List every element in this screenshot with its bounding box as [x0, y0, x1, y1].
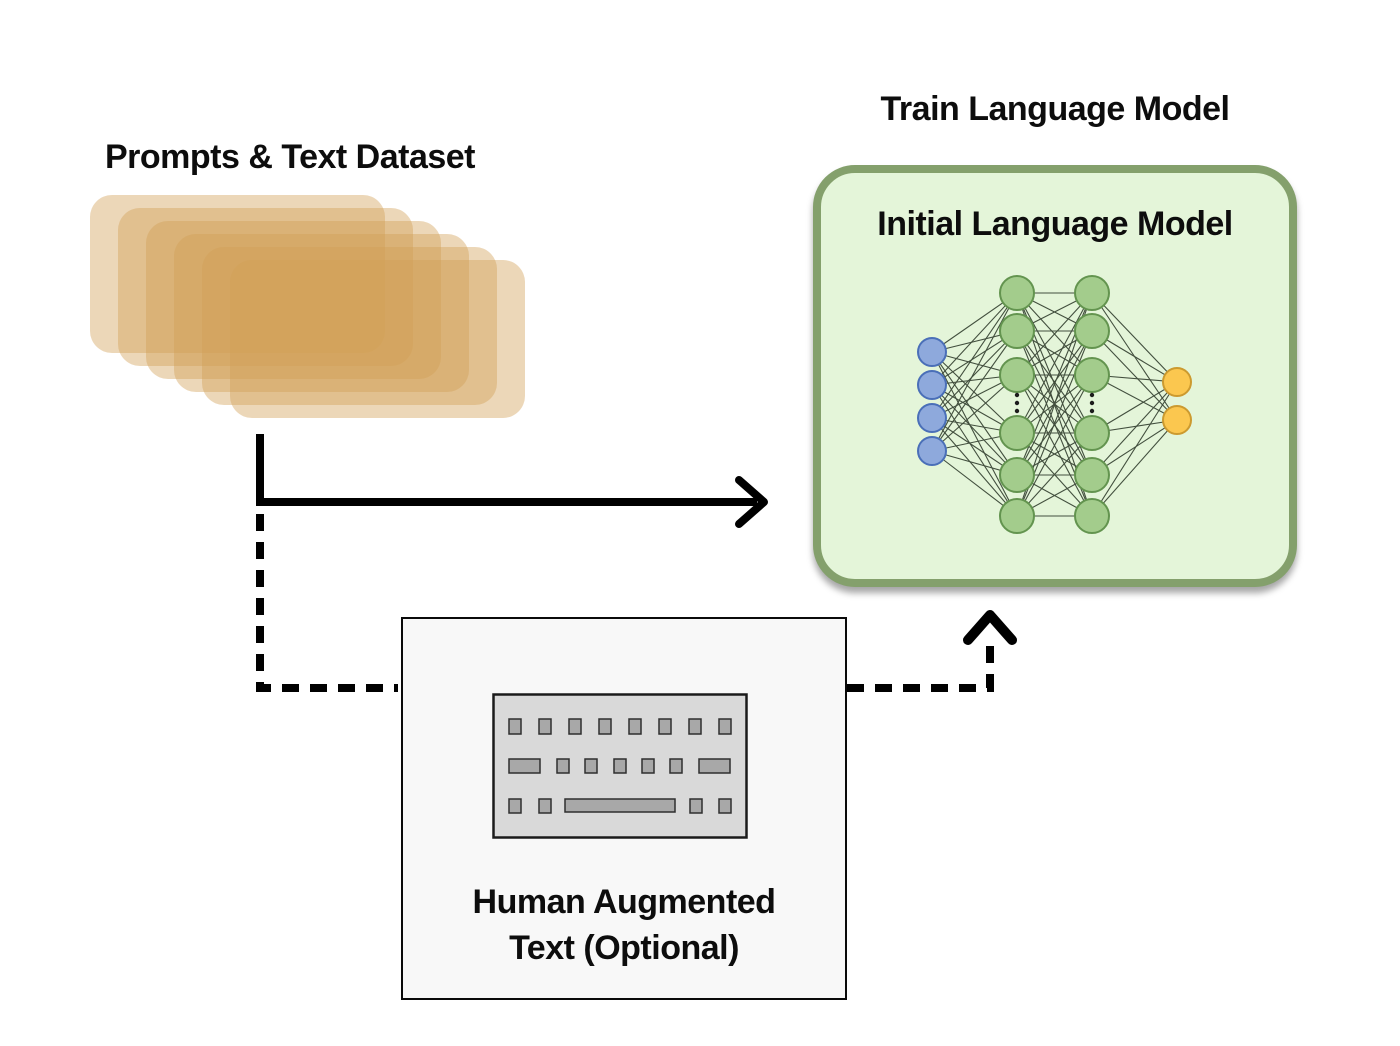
- neural-network-icon: [917, 275, 1192, 534]
- human-augmented-text-box: Human Augmented Text (Optional): [401, 617, 847, 1000]
- keyboard-keys: [508, 718, 732, 814]
- human-augmented-text-line1: Human Augmented: [472, 883, 776, 921]
- prompts-dataset-label: Prompts & Text Dataset: [104, 138, 476, 176]
- dataset-card: [146, 221, 441, 379]
- initial-language-model-title: Initial Language Model: [877, 205, 1233, 243]
- human-augmented-text-line2: Text (Optional): [509, 929, 739, 967]
- dashed-arrow-human-box-to-model: [847, 610, 1017, 692]
- train-language-model-label: Train Language Model: [880, 90, 1230, 128]
- keyboard-icon: [492, 693, 748, 839]
- solid-arrow-dataset-to-model: [256, 434, 768, 528]
- dataset-card: [230, 260, 525, 418]
- dashed-path-dataset-to-human-box: [256, 514, 398, 692]
- dataset-card: [90, 195, 385, 353]
- dataset-card: [202, 247, 497, 405]
- human-augmented-text-label: Human Augmented Text (Optional): [403, 879, 845, 971]
- initial-language-model-box: Initial Language Model: [813, 165, 1297, 587]
- dataset-card: [174, 234, 469, 392]
- dataset-card: [118, 208, 413, 366]
